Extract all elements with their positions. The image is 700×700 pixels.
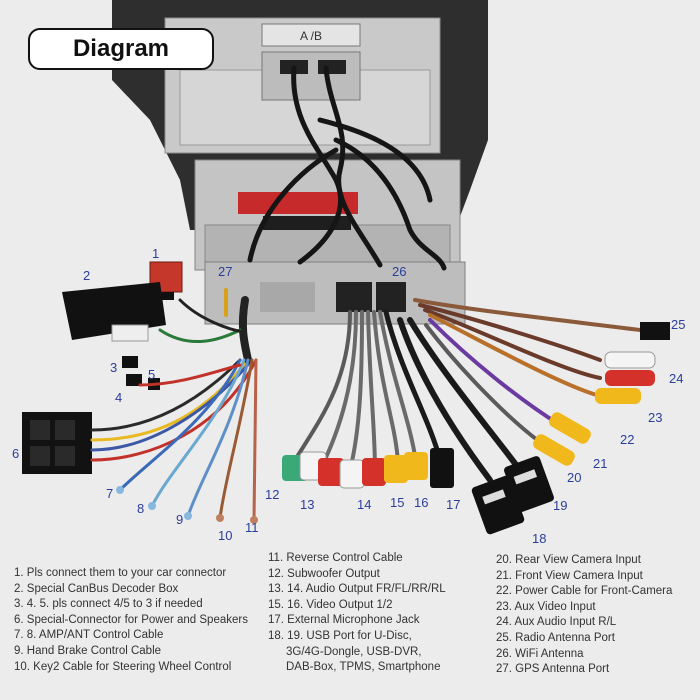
callout-4: 4: [115, 390, 123, 405]
legend-item: 9. Hand Brake Control Cable: [14, 644, 162, 657]
callout-26: 26: [392, 264, 407, 279]
callout-13: 13: [300, 497, 315, 512]
callout-7: 7: [106, 486, 114, 501]
callout-23: 23: [648, 410, 663, 425]
warning-sticker: [238, 192, 358, 214]
rca-plugs-center: [282, 448, 454, 489]
callout-9: 9: [176, 512, 184, 527]
callout-18: 18: [532, 531, 547, 546]
legend-item: 3. 4. 5. pls connect 4/5 to 3 if needed: [14, 598, 203, 611]
callout-8: 8: [137, 501, 145, 516]
legend-item: 24. Aux Audio Input R/L: [496, 616, 617, 629]
legend-item: 27. GPS Antenna Port: [496, 663, 610, 676]
legend-item: 1. Pls connect them to your car connecto…: [14, 567, 227, 579]
callout-25: 25: [671, 317, 686, 332]
callout-6: 6: [12, 446, 20, 461]
callout-16: 16: [414, 495, 429, 510]
legend-item: 21. Front View Camera Input: [496, 569, 643, 582]
callout-21: 21: [593, 456, 608, 471]
callout-22: 22: [620, 432, 635, 447]
callout-14: 14: [357, 497, 372, 512]
legend-column-1: 1. Pls connect them to your car connecto…: [14, 566, 248, 675]
legend-item: 23. Aux Video Input: [496, 600, 596, 613]
legend-item: 13. 14. Audio Output FR/FL/RR/RL: [268, 583, 446, 596]
legend-item: 2. Special CanBus Decoder Box: [14, 582, 179, 595]
callout-10: 10: [218, 528, 233, 543]
callout-17: 17: [446, 497, 461, 512]
legend-item: DAB-Box, TPMS, Smartphone: [286, 661, 441, 674]
callout-3: 3: [110, 360, 118, 375]
usb-plugs: [471, 456, 554, 535]
callout-11: 11: [245, 520, 259, 535]
diagram-title: Diagram: [28, 28, 214, 70]
legend-column-2: 11. Reverse Control Cable 12. Subwoofer …: [268, 551, 446, 676]
callout-5: 5: [148, 367, 156, 382]
callout-19: 19: [553, 498, 568, 513]
legend-item: 15. 16. Video Output 1/2: [268, 598, 393, 611]
callout-2: 2: [83, 268, 91, 283]
legend-item: 20. Rear View Camera Input: [496, 554, 641, 566]
legend-item: 18. 19. USB Port for U-Disc,: [268, 629, 412, 642]
rca-plugs-right: [533, 322, 670, 466]
legend-item: 12. Subwoofer Output: [268, 567, 380, 580]
callout-27: 27: [218, 264, 233, 279]
legend-item: 6. Special-Connector for Power and Speak…: [14, 613, 248, 626]
callout-1: 1: [152, 246, 160, 261]
legend-item: 25. Radio Antenna Port: [496, 631, 615, 644]
legend-item: 7. 8. AMP/ANT Control Cable: [14, 629, 164, 642]
callout-12: 12: [265, 487, 280, 502]
legend-item: 3G/4G-Dongle, USB-DVR,: [286, 645, 422, 658]
callout-24: 24: [669, 371, 684, 386]
callout-15: 15: [390, 495, 405, 510]
ab-label: A /B: [300, 29, 322, 43]
callout-20: 20: [567, 470, 582, 485]
legend-column-3: 20. Rear View Camera Input 21. Front Vie…: [496, 553, 672, 678]
rear-bracket: [204, 261, 466, 325]
ab-label-plate: [261, 23, 361, 47]
legend-item: 11. Reverse Control Cable: [268, 552, 403, 564]
legend-item: 17. External Microphone Jack: [268, 614, 420, 627]
legend-item: 22. Power Cable for Front-Camera: [496, 585, 673, 598]
legend-item: 26. WiFi Antenna: [496, 647, 584, 660]
legend-item: 10. Key2 Cable for Steering Wheel Contro…: [14, 660, 232, 673]
